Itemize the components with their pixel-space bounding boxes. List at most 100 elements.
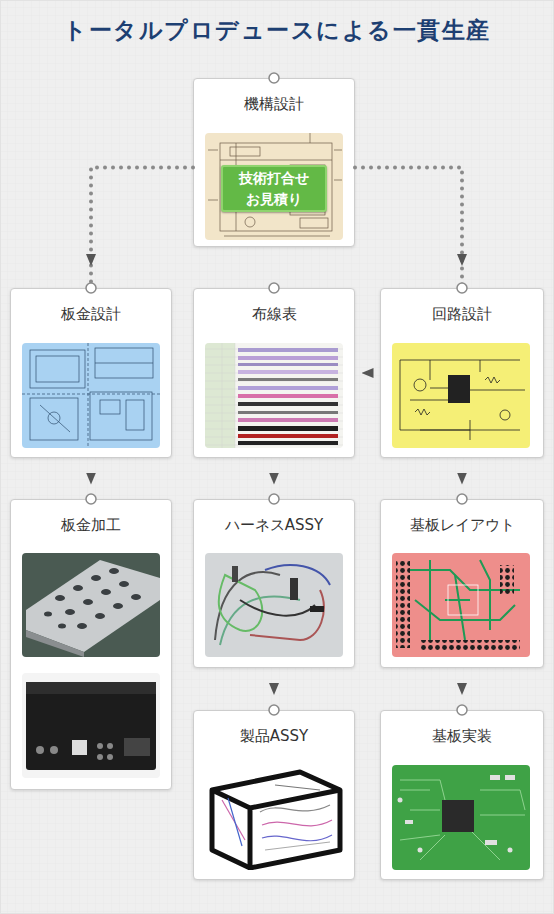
circuit-schematic-part [448,375,470,403]
pcb-layout-image-part-part [415,600,515,620]
pcb-layout-image-part [448,585,478,615]
mechanical-drawing-part-part [230,147,260,156]
circuit-schematic-part-part [414,379,426,391]
sheet-metal-drawing-part-part [126,400,144,430]
wiring-table-image-part [238,394,338,398]
connector-dot-part [457,705,467,715]
harness-photo [205,553,343,657]
product-assembly-photo-part-part [262,820,332,826]
arrow-connector [460,668,464,710]
chassis-photo-part-part [36,746,44,754]
harness-photo-part [205,553,343,657]
sheet-metal-photo-part-part [95,613,105,619]
connector-dot [86,73,467,715]
product-assembly-photo-part-part [262,835,332,841]
sheet-metal-photo-part-part [109,568,119,574]
mechanical-drawing-part-part [224,133,330,236]
harness-photo-part-part [215,572,280,640]
pcb-layout-image-part-part [430,560,490,640]
product-assembly-photo-part-part [222,800,245,840]
process-box: 基板レイアウト [380,499,544,668]
pcb-layout-image-part [396,560,410,648]
sheet-metal-photo-part-part [73,585,83,591]
sheet-metal-photo-part-part [101,589,111,595]
mechanical-drawing-part-part [236,143,237,231]
product-assembly-photo-part-part [260,805,330,812]
wiring-table-image-part-part [205,343,343,448]
wiring-table-image-part [238,363,338,366]
process-box: 機構設計技術打合せ お見積り [193,78,355,247]
harness-photo-part-part [219,575,262,631]
sheet-metal-photo [22,553,160,657]
wiring-table-image-part [238,402,338,406]
arrow-connector [355,371,380,375]
product-assembly-photo-part [222,785,332,850]
pcb-mounted-photo-part [442,800,474,832]
wiring-table-image-part [238,348,338,352]
sheet-metal-photo-part [44,568,141,629]
circuit-schematic-part [392,343,530,448]
chassis-photo-part [26,682,156,694]
wiring-table-image-part [205,343,343,448]
pcb-layout-image-part [420,640,520,650]
pcb-mounted-photo-part-part [405,820,413,824]
pcb-layout-image-part [410,560,520,640]
sheet-metal-drawing-part-part [100,400,120,414]
product-assembly-photo-part-part [275,785,320,790]
circuit-schematic-part-part [400,360,525,440]
product-assembly-photo-part-part [265,842,330,850]
mechanical-drawing-part-part [290,165,325,215]
pcb-mounted-photo-part-part [508,848,513,853]
pcb-mounted-photo [392,765,530,870]
sheet-metal-photo-part [26,560,160,652]
pcb-layout-image-part-part [410,570,520,590]
process-box: 製品ASSY [193,710,355,880]
pcb-mounted-photo-part-part [490,775,500,780]
product-assembly-photo [205,765,343,870]
sheet-metal-photo-part [22,553,160,657]
mechanical-drawing-part [208,133,342,236]
harness-photo-part [232,566,238,582]
sheet-metal-photo-part-part [77,623,87,629]
arrow-connector [460,458,464,499]
product-assembly-photo-part [212,772,340,868]
connector-dot-part [269,494,279,504]
chassis-photo-part-part [50,746,58,754]
connector-dot-part [269,705,279,715]
pcb-mounted-photo-part [400,780,525,860]
harness-photo-part-part [250,590,324,640]
product-assembly-photo-part [205,765,343,870]
sheet-metal-drawing-part [22,343,160,448]
connector-dot-part [269,73,279,83]
note-badge: 技術打合せ お見積り [221,165,327,212]
circuit-schematic [392,343,530,448]
process-box: ハーネスASSY [193,499,355,668]
process-box: 布線表 [193,288,355,458]
box-heading: ハーネスASSY [194,500,354,535]
box-heading: 機構設計 [194,79,354,114]
wiring-table-image-part [238,434,338,438]
wiring-table-image-part [238,426,338,431]
process-box: 板金設計 [10,288,172,458]
chassis-photo [22,673,160,778]
page-title: トータルプロデュースによる一貫生産 [0,14,554,46]
sheet-metal-photo-part-part [44,612,52,617]
mechanical-drawing [205,133,343,240]
box-heading: 板金加工 [11,500,171,535]
pcb-mounted-photo-part [398,775,516,853]
sheet-metal-photo-part-part [91,575,101,581]
pcb-layout-image-part [392,553,530,657]
chassis-photo-part-part [107,743,113,749]
process-box: 回路設計 [380,288,544,458]
box-heading: 製品ASSY [194,711,354,746]
pcb-mounted-photo-part [392,765,530,870]
sheet-metal-drawing-part-part [90,392,152,440]
mechanical-drawing-part-part [208,150,342,200]
wiring-table-image-part [238,378,338,381]
connector-dot-part [86,494,96,504]
connector-dot-part [457,283,467,293]
product-assembly-photo-part-part [228,798,242,846]
